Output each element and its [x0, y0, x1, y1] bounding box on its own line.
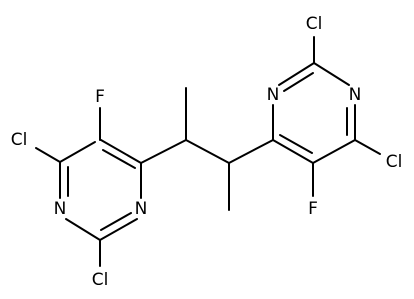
- left-substituent-bonds: [35, 107, 101, 267]
- bond-c6-cl-left: [35, 147, 61, 163]
- bond-c5-c6-right: [312, 139, 356, 164]
- atom-label-n1-right: N: [349, 85, 362, 105]
- bond-ch-to-ring: [228, 139, 274, 164]
- atom-label-n3-left: N: [135, 199, 148, 219]
- bond-ch-ch: [185, 139, 230, 164]
- left-ring-labels: N N F Cl Cl: [11, 87, 148, 290]
- bond-c4-c5-right-inner: [279, 134, 313, 154]
- left-ring-bonds: [59, 139, 142, 241]
- atom-label-cl-c6-right: Cl: [386, 152, 403, 172]
- bond-c2-n3-right-inner: [283, 72, 314, 92]
- atom-label-n3-right: N: [267, 85, 280, 105]
- bond-n3-c2-left: [99, 218, 138, 241]
- right-substituent-bonds: [312, 36, 381, 197]
- bond-c2-n3-right: [278, 62, 315, 86]
- bond-c4-c5-right: [272, 139, 314, 164]
- linker-bonds: [140, 87, 274, 211]
- atom-label-n1-left: N: [54, 199, 67, 219]
- atom-label-cl-c2-right: Cl: [306, 14, 323, 34]
- bond-ring-to-ch: [140, 139, 187, 164]
- atom-label-cl-c6-left: Cl: [11, 130, 28, 150]
- right-ring-labels: N N Cl Cl F: [267, 14, 403, 219]
- atom-label-cl-c2-left: Cl: [92, 270, 109, 290]
- bond-c5-c4-left-inner: [102, 149, 136, 169]
- bond-n3-c2-left-inner: [100, 212, 132, 231]
- atom-label-f-right: F: [308, 199, 318, 219]
- bond-c5-c4-left: [100, 139, 142, 164]
- bond-c6-cl-right: [354, 139, 381, 155]
- atom-label-f-left: F: [95, 87, 105, 107]
- bond-c2-n1-left: [65, 218, 101, 241]
- bond-n1-c2-right: [313, 62, 350, 86]
- right-ring-bonds: [272, 62, 356, 164]
- bond-c6-c5-left: [59, 141, 96, 163]
